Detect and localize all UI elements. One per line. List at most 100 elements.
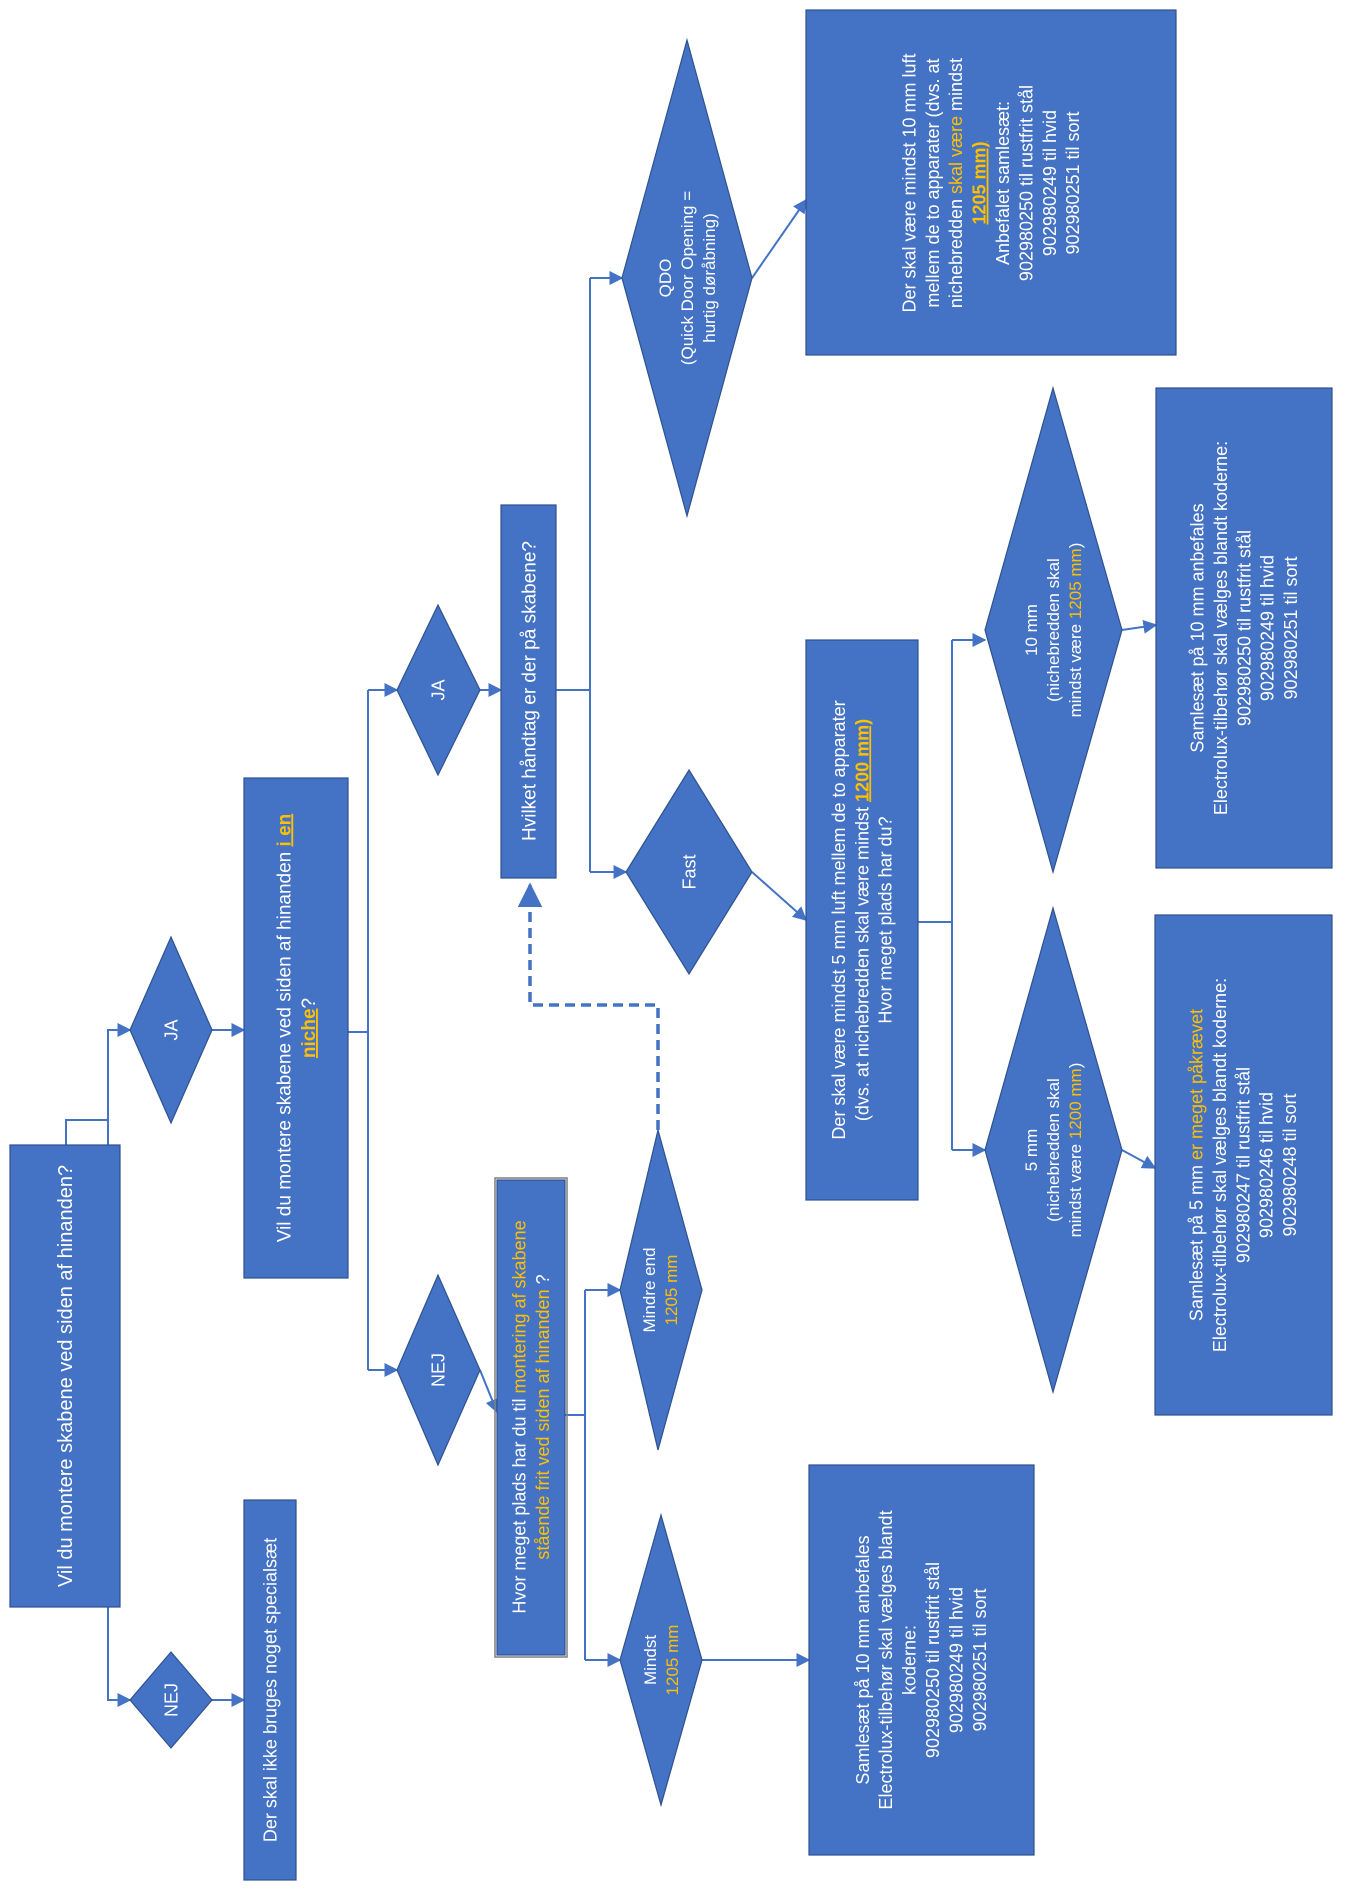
highlighted-text: montering af skabene <box>510 1220 530 1393</box>
label-text: 902980251 til sort <box>1063 111 1083 254</box>
nej-label: NEJ <box>161 1683 181 1717</box>
label-line: Samlesæt på 10 mm anbefales <box>1188 503 1208 752</box>
node-side-by-side-question: Vil du montere skabene ved siden af hina… <box>9 1144 121 1608</box>
label-line: NEJ <box>428 1353 448 1387</box>
label-text: Samlesæt på 10 mm anbefales <box>853 1535 873 1784</box>
label-line: stående frit ved siden af hinanden ? <box>533 1274 553 1559</box>
highlighted-text: stående frit ved siden af hinanden <box>533 1289 553 1559</box>
ja-niche-label: JA <box>428 679 448 700</box>
highlighted-text: 1205 mm <box>663 1625 682 1696</box>
label-text: ) <box>1066 1063 1085 1069</box>
label-line: mellem de to apparater (dvs. at <box>923 58 943 307</box>
nej-niche-label: NEJ <box>428 1353 448 1387</box>
fast-result-text: Der skal være mindst 5 mm luft mellem de… <box>829 700 896 1139</box>
highlighted-text: 1200 mm) <box>852 719 872 802</box>
label-text: Der skal være mindst 5 mm luft mellem de… <box>829 700 849 1139</box>
label-line: Vil du montere skabene ved siden af hina… <box>274 814 295 1243</box>
connector <box>1121 1149 1157 1169</box>
label-line: Hvor meget plads har du til montering af… <box>510 1220 530 1613</box>
label-line: 902980251 til sort <box>970 1588 990 1731</box>
highlighted-text: skal være <box>946 116 966 194</box>
label-line: (nichebredden skal <box>1044 558 1063 702</box>
label-text: Fast <box>679 854 699 889</box>
label-line: Vil du montere skabene ved siden af hina… <box>55 1165 77 1587</box>
label-line: 1205 mm <box>662 1255 681 1326</box>
label-line: (Quick Door Opening = <box>678 191 697 365</box>
label-line: Mindst <box>641 1635 660 1685</box>
highlighted-text: 1205 mm <box>662 1255 681 1326</box>
handle-question-text: Hvilket håndtag er der på skabene? <box>520 541 541 841</box>
decision-nej: NEJ <box>129 1651 213 1749</box>
label-text: (nichebredden skal <box>1044 1078 1063 1222</box>
highlighted-text: 1200 mm <box>1066 1068 1085 1139</box>
connector <box>751 871 808 921</box>
label-line: 902980250 til rustfrit stål <box>1234 530 1254 726</box>
label-text: mindst være <box>1066 619 1085 717</box>
decision-nej-niche: NEJ <box>396 1273 481 1467</box>
dashed-connector <box>517 882 660 1130</box>
label-line: 902980250 til rustfrit stål <box>923 1562 943 1758</box>
label-text: NEJ <box>161 1683 181 1717</box>
label-text: ? <box>299 998 320 1009</box>
label-text: JA <box>428 679 448 700</box>
label-line: Der skal være mindst 5 mm luft mellem de… <box>829 700 849 1139</box>
label-line: 1205 mm) <box>970 141 990 224</box>
label-text: Hvor meget plads har du til <box>510 1394 530 1614</box>
label-text: hurtig døråbning) <box>700 213 719 342</box>
ja-label: JA <box>161 1019 181 1040</box>
label-line: 902980249 til hvid <box>946 1587 966 1733</box>
label-line: 902980251 til sort <box>1063 111 1083 254</box>
label-text: ) <box>1066 543 1085 549</box>
label-text: (nichebredden skal <box>1044 558 1063 702</box>
label-line: niche? <box>299 998 320 1058</box>
label-line: 902980248 til sort <box>1280 1093 1300 1236</box>
label-text: Mindre end <box>640 1247 659 1332</box>
label-text: 902980249 til hvid <box>1258 555 1278 701</box>
label-text: mindst <box>946 58 966 116</box>
decision-ja-niche: JA <box>396 603 481 777</box>
label-line: Hvor meget plads har du? <box>876 816 896 1023</box>
label-text: (dvs. at nichebredden skal være mindst <box>852 802 872 1121</box>
label-text: JA <box>161 1019 181 1040</box>
node-niche-question: Vil du montere skabene ved siden af hina… <box>243 777 349 1279</box>
node-free-space-question: Hvor meget plads har du til montering af… <box>494 1177 568 1658</box>
label-text: Der skal ikke bruges noget specialsæt <box>260 1538 280 1842</box>
label-line: nichebredden skal være mindst <box>946 58 966 308</box>
label-text: (Quick Door Opening = <box>678 191 697 365</box>
highlighted-text: 1205 mm) <box>970 141 990 224</box>
label-line: mindst være 1205 mm) <box>1066 543 1085 718</box>
label-text: Mindst <box>641 1635 660 1685</box>
label-text: mindst være <box>1066 1139 1085 1237</box>
label-line: koderne: <box>900 1625 920 1695</box>
label-text: Hvor meget plads har du? <box>876 816 896 1023</box>
label-line: Anbefalet samlesæt: <box>993 101 1013 265</box>
label-line: Electrolux-tilbehør skal vælges blandt k… <box>1210 978 1230 1352</box>
label-text: NEJ <box>428 1353 448 1387</box>
decision-ja: JA <box>129 935 213 1125</box>
label-line: Hvilket håndtag er der på skabene? <box>520 541 541 841</box>
label-line: Fast <box>679 854 699 889</box>
label-text: 902980247 til rustfrit stål <box>1233 1067 1253 1263</box>
label-text: Samlesæt på 5 mm <box>1187 1160 1207 1321</box>
label-line: Electrolux-tilbehør skal vælges blandt <box>876 1510 896 1809</box>
decision-qdo: QDO(Quick Door Opening =hurtig døråbning… <box>621 37 753 519</box>
label-text: ? <box>533 1274 553 1289</box>
label-line: (nichebredden skal <box>1044 1078 1063 1222</box>
label-line: Mindre end <box>640 1247 659 1332</box>
label-text: QDO <box>656 259 675 298</box>
decision-fast: Fast <box>625 768 753 976</box>
label-text: Hvilket håndtag er der på skabene? <box>520 541 541 841</box>
label-text: mellem de to apparater (dvs. at <box>923 58 943 307</box>
label-line: Der skal ikke bruges noget specialsæt <box>260 1538 280 1842</box>
node-handle-question: Hvilket håndtag er der på skabene? <box>500 504 557 879</box>
label-text: koderne: <box>900 1625 920 1695</box>
